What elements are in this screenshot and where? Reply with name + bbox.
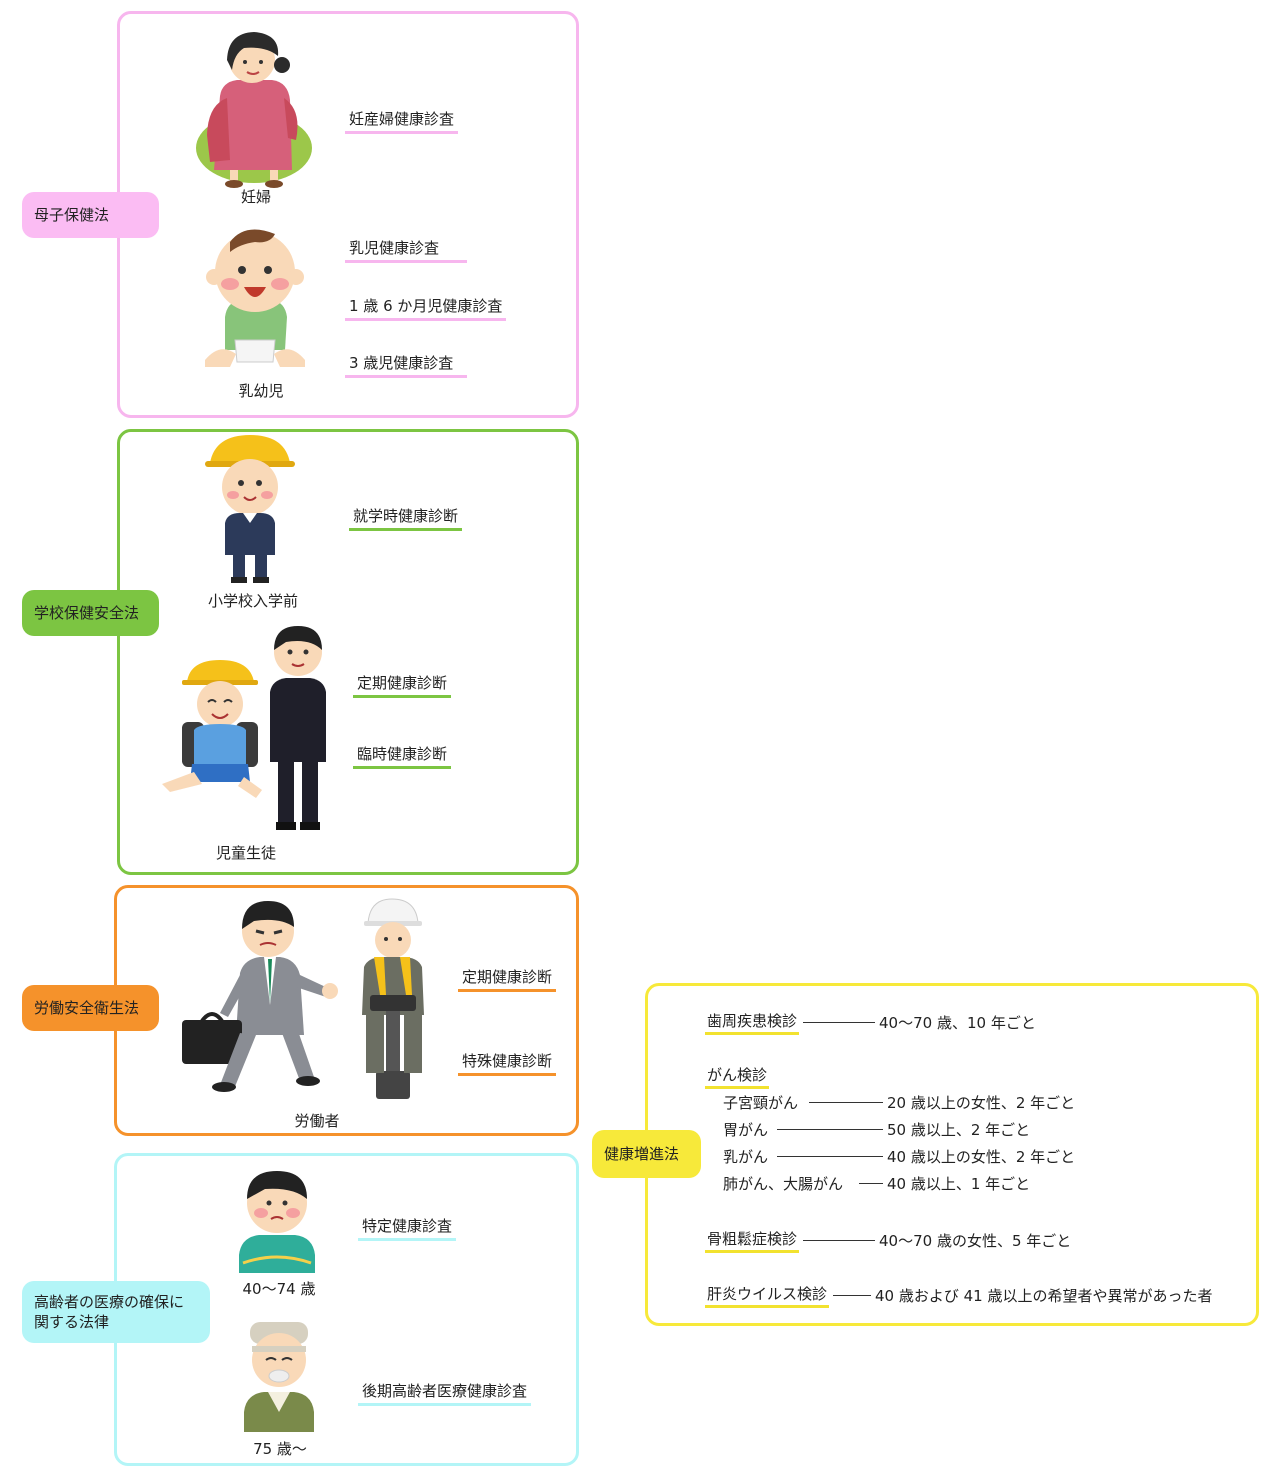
- infant-illustration: [205, 229, 305, 367]
- labor-group-box: [114, 885, 579, 1136]
- middle-aged-man-illustration: [239, 1171, 315, 1273]
- osteoporosis-connector: [803, 1240, 876, 1241]
- elderly-law-line1: 高齢者の医療の確保に: [34, 1292, 185, 1311]
- boshi-item-18month-checkup[interactable]: 1 歳 6 か月児健康診査: [345, 295, 507, 321]
- school-group-box: [117, 429, 579, 875]
- cancer-exam-header-row: がん検診: [705, 1064, 770, 1089]
- cancer-row-stomach: 胃がん 50 歳以上、2 年ごと: [723, 1119, 1030, 1140]
- elderly-man-illustration: [244, 1322, 314, 1432]
- periodontal-row: 歯周疾患検診 40～70 歳、10 年ごと: [705, 1010, 1036, 1035]
- elderly-item-specific-checkup[interactable]: 特定健康診査: [358, 1215, 457, 1241]
- hepatitis-exam-detail: 40 歳および 41 歳以上の希望者や異常があった者: [875, 1287, 1213, 1305]
- hepatitis-connector: [833, 1295, 872, 1296]
- preschool-caption: 小学校入学前: [207, 592, 298, 610]
- school-item-enrollment-exam[interactable]: 就学時健康診断: [349, 505, 463, 531]
- cancer-row-detail: 50 歳以上、2 年ごと: [887, 1121, 1031, 1139]
- cancer-row-lung-colon: 肺がん、大腸がん 40 歳以上、1 年ごと: [723, 1173, 1030, 1194]
- periodontal-connector: [803, 1022, 876, 1023]
- elderly-caption: 75 歳～: [253, 1440, 307, 1458]
- cancer-row-detail: 40 歳以上、1 年ごと: [887, 1175, 1031, 1193]
- students-caption: 児童生徒: [215, 844, 276, 862]
- infant-caption: 乳幼児: [238, 382, 284, 400]
- hepatitis-row: 肝炎ウイルス検診 40 歳および 41 歳以上の希望者や異常があった者: [705, 1283, 1213, 1308]
- cancer-exam-label[interactable]: がん検診: [705, 1064, 770, 1089]
- pregnant-caption: 妊婦: [240, 188, 271, 206]
- cancer-row-connector: [777, 1156, 883, 1157]
- cancer-row-connector: [809, 1102, 883, 1103]
- periodontal-exam-label[interactable]: 歯周疾患検診: [705, 1010, 800, 1035]
- cancer-row-label: 乳がん: [723, 1148, 769, 1166]
- promotion-law-label[interactable]: 健康増進法: [592, 1130, 701, 1178]
- labor-item-periodic-exam[interactable]: 定期健康診断: [458, 966, 557, 992]
- osteoporosis-row: 骨粗鬆症検診 40～70 歳の女性、5 年ごと: [705, 1228, 1071, 1253]
- boshi-item-infant-checkup[interactable]: 乳児健康診査: [345, 237, 467, 263]
- osteoporosis-exam-detail: 40～70 歳の女性、5 年ごと: [879, 1232, 1072, 1250]
- boshi-law-label[interactable]: 母子保健法: [22, 192, 159, 238]
- elderly-law-label[interactable]: 高齢者の医療の確保に 関する法律: [22, 1281, 210, 1343]
- school-law-label[interactable]: 学校保健安全法: [22, 590, 159, 636]
- promotion-group-box: [645, 983, 1259, 1326]
- preschool-child-illustration: [205, 435, 295, 583]
- boshi-item-pregnancy-checkup[interactable]: 妊産婦健康診査: [345, 108, 459, 134]
- boshi-group-box: [117, 11, 579, 418]
- osteoporosis-exam-label[interactable]: 骨粗鬆症検診: [705, 1228, 800, 1253]
- cancer-row-connector: [777, 1129, 883, 1130]
- cancer-row-label: 子宮頸がん: [723, 1094, 799, 1112]
- labor-item-special-exam[interactable]: 特殊健康診断: [458, 1050, 557, 1076]
- workers-illustration: [182, 898, 424, 1099]
- school-item-periodic-exam[interactable]: 定期健康診断: [353, 672, 452, 698]
- boshi-item-3year-checkup[interactable]: 3 歳児健康診査: [345, 352, 467, 378]
- middle-aged-caption: 40～74 歳: [242, 1280, 316, 1298]
- cancer-row-cervical: 子宮頸がん 20 歳以上の女性、2 年ごと: [723, 1092, 1075, 1113]
- periodontal-exam-detail: 40～70 歳、10 年ごと: [879, 1014, 1036, 1032]
- cancer-row-detail: 40 歳以上の女性、2 年ごと: [887, 1148, 1076, 1166]
- cancer-row-detail: 20 歳以上の女性、2 年ごと: [887, 1094, 1076, 1112]
- school-item-temporary-exam[interactable]: 臨時健康診断: [353, 743, 452, 769]
- elderly-law-line2: 関する法律: [34, 1313, 110, 1331]
- workers-caption: 労働者: [294, 1112, 340, 1130]
- elderly-item-late-elderly-checkup[interactable]: 後期高齢者医療健康診査: [358, 1380, 532, 1406]
- cancer-row-label: 胃がん: [723, 1121, 769, 1139]
- cancer-row-connector: [859, 1183, 883, 1184]
- hepatitis-exam-label[interactable]: 肝炎ウイルス検診: [705, 1283, 830, 1308]
- pregnant-woman-illustration: [196, 32, 312, 188]
- cancer-row-label: 肺がん、大腸がん: [723, 1175, 844, 1193]
- cancer-row-breast: 乳がん 40 歳以上の女性、2 年ごと: [723, 1146, 1075, 1167]
- labor-law-label[interactable]: 労働安全衛生法: [22, 985, 159, 1031]
- schoolchildren-illustration: [162, 626, 326, 830]
